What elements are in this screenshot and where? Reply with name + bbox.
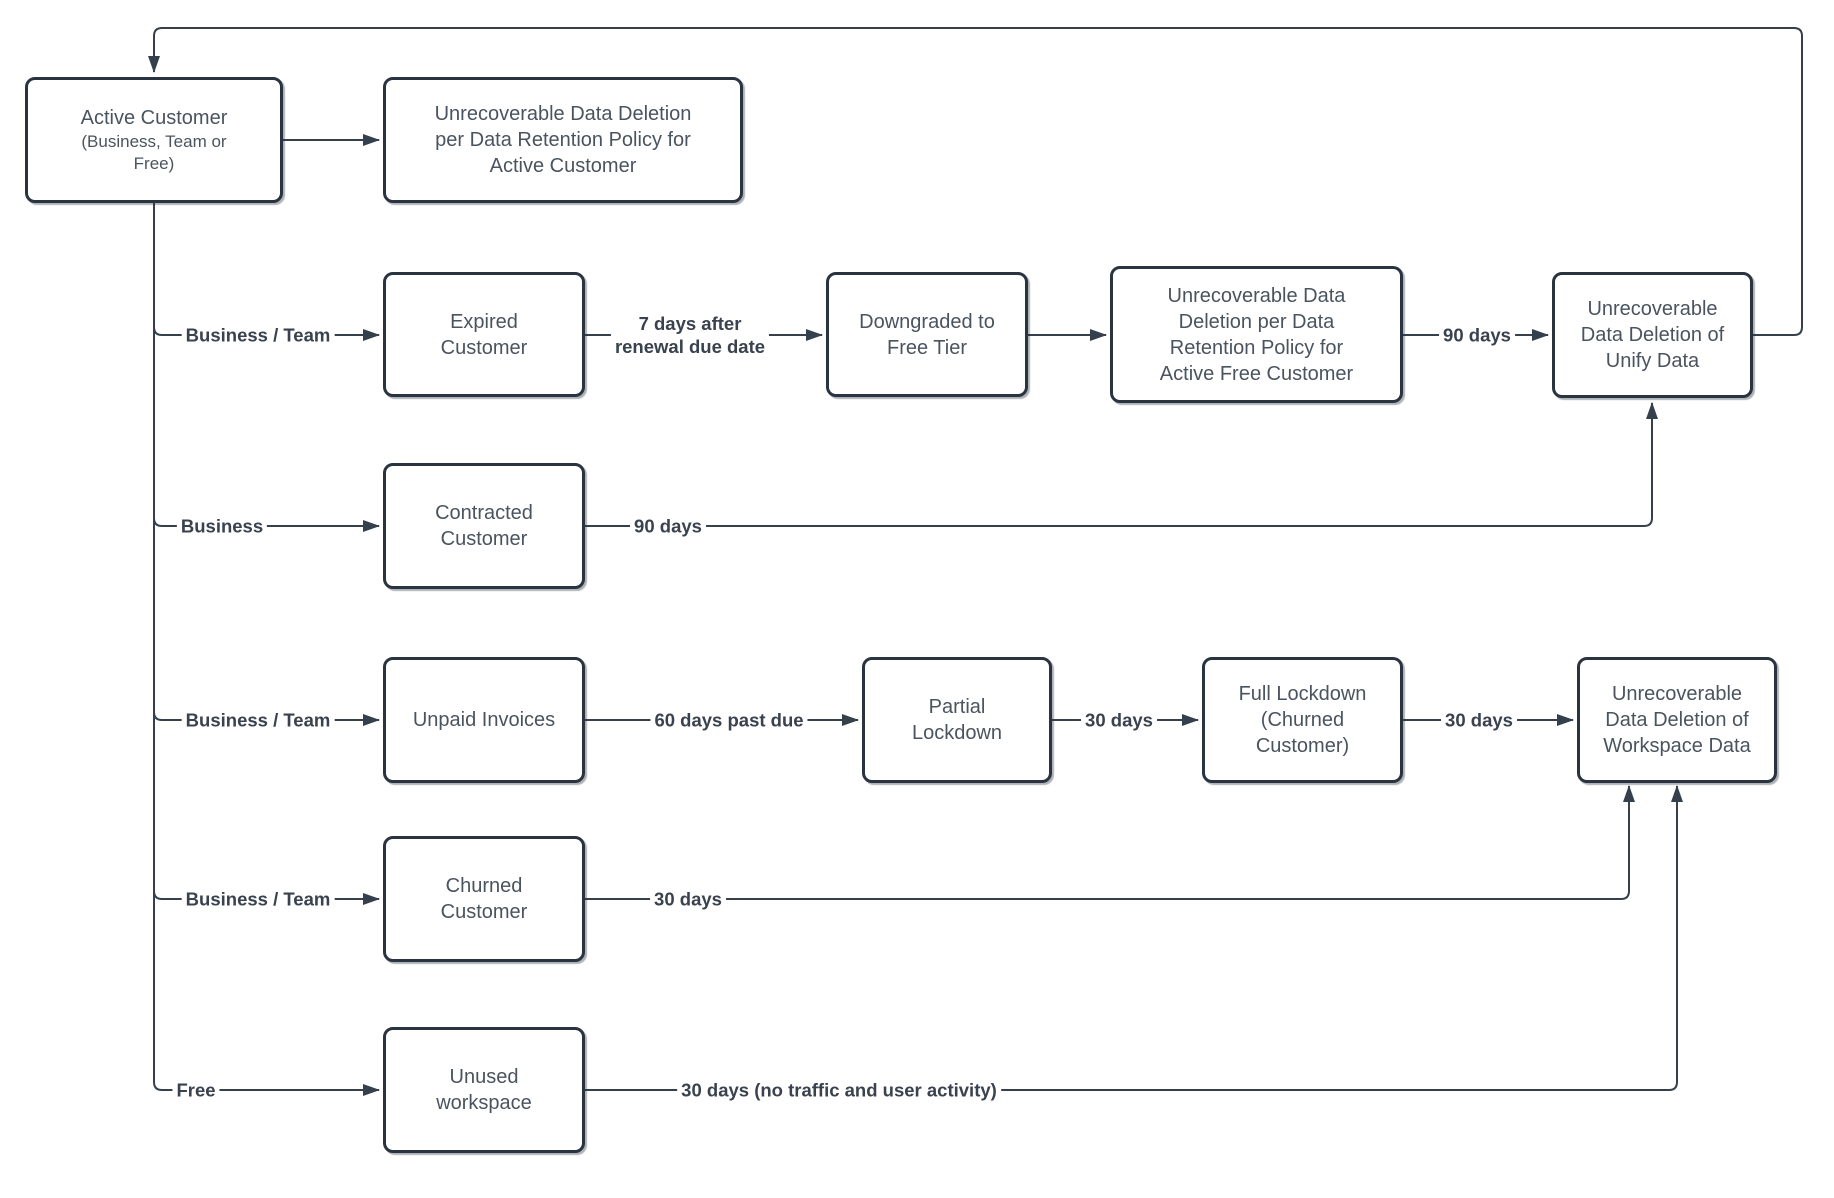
node-deletion-unify-data: Unrecoverable Data Deletion of Unify Dat… <box>1552 272 1753 398</box>
node-downgraded-free-tier: Downgraded to Free Tier <box>826 272 1028 397</box>
edge-label-branch-contracted: Business <box>176 514 268 538</box>
node-active-customer-subtitle: (Business, Team or Free) <box>81 132 227 173</box>
edge-label-branch-unpaid: Business / Team <box>181 708 335 732</box>
node-expired-customer: Expired Customer <box>383 272 585 397</box>
node-active-customer-title: Active Customer <box>80 107 228 129</box>
edge-label-branch-expired: Business / Team <box>181 323 335 347</box>
edge-unused-to-workspace-deletion <box>585 785 1683 1091</box>
edge-label-30-days-no-traffic: 30 days (no traffic and user activity) <box>677 1078 1001 1102</box>
node-unused-workspace: Unused workspace <box>383 1027 585 1153</box>
node-partial-lockdown: Partial Lockdown <box>862 657 1052 783</box>
node-deletion-active-customer: Unrecoverable Data Deletion per Data Ret… <box>383 77 743 203</box>
edge-label-60-days-past-due: 60 days past due <box>650 708 808 732</box>
edge-label-30-days-partial: 30 days <box>1081 708 1157 732</box>
node-deletion-workspace-data: Unrecoverable Data Deletion of Workspace… <box>1577 657 1777 783</box>
node-active-customer: Active Customer (Business, Team or Free) <box>25 77 283 203</box>
node-unpaid-invoices: Unpaid Invoices <box>383 657 585 783</box>
edge-unify-loop-to-active <box>148 27 1803 336</box>
edge-label-30-days-full: 30 days <box>1441 708 1517 732</box>
node-contracted-customer: Contracted Customer <box>383 463 585 589</box>
edge-label-90-days-contracted: 90 days <box>630 514 706 538</box>
edge-trunk-to-unused-workspace <box>153 203 380 1096</box>
edge-branch-expired <box>153 326 380 341</box>
edge-churned-to-workspace-deletion <box>585 785 1635 900</box>
edge-contracted-to-unify <box>585 402 1658 527</box>
edge-label-7-days-after-renewal: 7 days after renewal due date <box>610 312 770 358</box>
edge-branch-churned <box>153 890 380 905</box>
node-full-lockdown: Full Lockdown (Churned Customer) <box>1202 657 1403 783</box>
edge-label-branch-churned: Business / Team <box>181 887 335 911</box>
edge-branch-unpaid <box>153 711 380 726</box>
node-deletion-active-free-customer: Unrecoverable Data Deletion per Data Ret… <box>1110 266 1403 403</box>
edge-label-branch-free: Free <box>172 1078 220 1102</box>
edge-label-30-days-churned: 30 days <box>650 887 726 911</box>
edge-label-90-days-free-deletion: 90 days <box>1439 323 1515 347</box>
node-churned-customer: Churned Customer <box>383 836 585 962</box>
edge-branch-contracted <box>153 517 380 532</box>
